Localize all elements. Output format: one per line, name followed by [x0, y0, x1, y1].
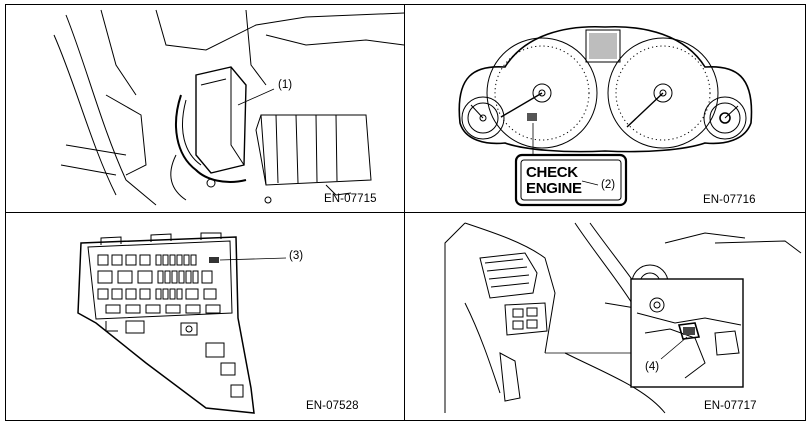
- callout-number: (1): [278, 79, 293, 91]
- check-engine-label-line2: ENGINE: [526, 180, 582, 197]
- figure-code: EN-07528: [306, 400, 359, 412]
- check-engine-label-line1: CHECK: [526, 164, 578, 181]
- figure-panel-fuse-box: (3) EN-07528: [5, 212, 405, 421]
- dashboard-connector-illustration: [444, 222, 802, 414]
- combination-meter-illustration: [458, 25, 753, 207]
- figure-panel-ecm-location: (1) EN-07715: [5, 4, 405, 213]
- callout-number: (4): [645, 361, 660, 373]
- figure-panel-connector-location: (4) EN-07717: [404, 212, 806, 421]
- figure-code: EN-07715: [324, 193, 377, 205]
- ecm-illustration: [53, 9, 405, 206]
- callout-number: (3): [289, 250, 304, 262]
- figure-code: EN-07717: [704, 400, 757, 412]
- figure-panel-combination-meter: CHECK ENGINE (2) EN-07716: [404, 4, 806, 213]
- fuse-box-illustration: [77, 232, 287, 414]
- callout-number: (2): [601, 179, 616, 191]
- figure-code: EN-07716: [703, 194, 756, 206]
